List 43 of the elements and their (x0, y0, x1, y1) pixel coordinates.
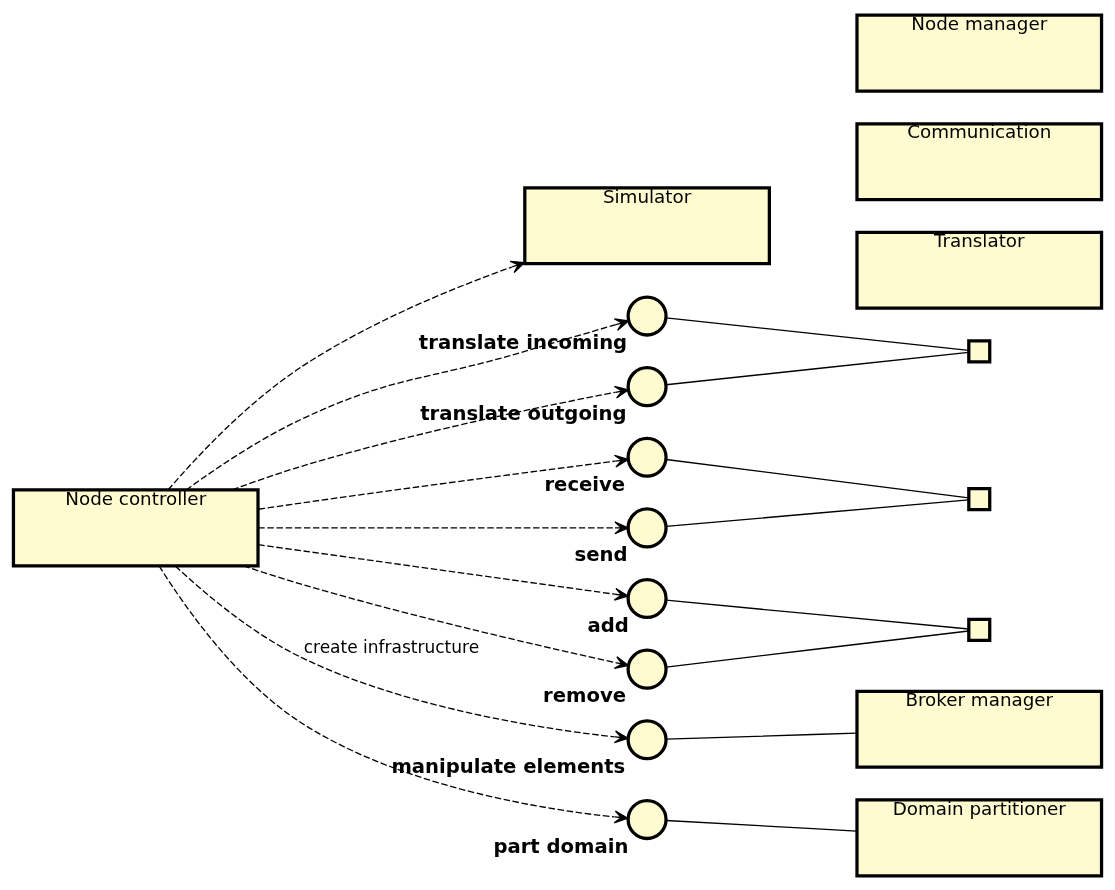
node-box: Broker manager (855, 689, 1104, 769)
node-circle (626, 365, 668, 407)
node-label: translate outgoing (420, 401, 627, 425)
node-label: manipulate elements (391, 754, 626, 778)
node-circle (626, 718, 668, 760)
node-label: remove (543, 683, 627, 707)
connector (665, 498, 970, 527)
connector (665, 316, 970, 351)
connector (665, 629, 970, 668)
node-box: Node manager (855, 13, 1104, 93)
arrow (257, 520, 629, 534)
arrow (242, 564, 630, 669)
edge-label: create infrastructure (303, 636, 480, 657)
node-label: send (574, 542, 628, 566)
connector (665, 819, 858, 832)
node-box: Node controller (11, 487, 260, 567)
node-circle (626, 648, 668, 690)
arrow (174, 565, 629, 743)
connector (665, 351, 970, 385)
node-label: add (587, 613, 629, 637)
node-circle (626, 577, 668, 619)
arrow (257, 543, 629, 601)
node-box: Translator (855, 230, 1104, 310)
arrow (185, 317, 630, 491)
node-label: part domain (493, 834, 629, 858)
node-circle (626, 798, 668, 840)
node-circle (626, 294, 668, 337)
node-box: Simulator (523, 185, 771, 265)
node-box (967, 617, 992, 642)
connector (665, 599, 970, 630)
node-box (967, 486, 992, 511)
node-box: Communication (855, 121, 1104, 201)
connector (665, 732, 858, 740)
node-box: Domain partitioner (855, 797, 1104, 877)
arrow (167, 260, 526, 490)
node-label: receive (544, 472, 626, 496)
arrow (257, 454, 629, 510)
arrow (231, 385, 629, 490)
node-circle (626, 436, 668, 478)
node-box (967, 338, 992, 363)
node-circle (626, 506, 668, 548)
connector (665, 458, 970, 499)
arrow (158, 564, 629, 823)
